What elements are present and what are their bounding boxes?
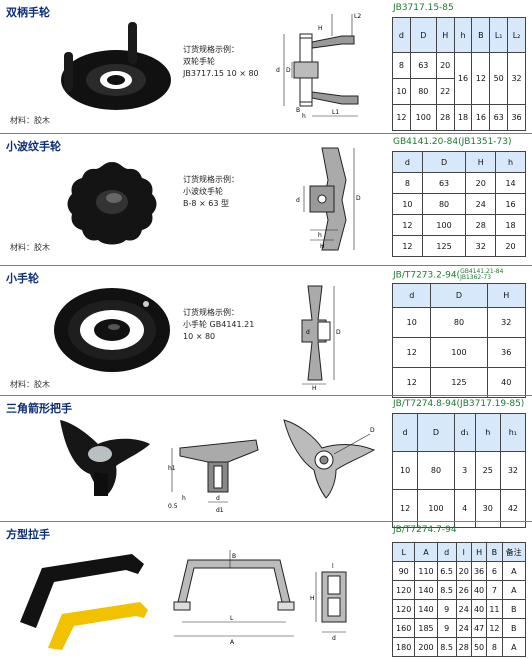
photo-double-handle-wheel [58, 18, 178, 116]
order-example: 订货规格示例： 双轮手轮 JB3717.15 10 × 80 [183, 45, 259, 78]
dim-label-d: d [306, 329, 310, 336]
dim-label-d: d [296, 197, 300, 204]
drawing-triangle-handle-section: h1 h 0.5 d d1 [168, 432, 268, 516]
section-title: 三角箭形把手 [6, 402, 72, 415]
section-square-pull-handle: 方型拉手 B L A H l d JB/T72 [0, 522, 532, 659]
table-row: 8 63 20 16 12 50 32 [392, 52, 526, 105]
dim-label-d1: d1 [216, 507, 224, 514]
section-small-wave-wheel: 小波纹手轮 材料：胶木 订货规格示例： 小波纹手轮 B-8 × 63 型 d D… [0, 134, 532, 264]
dim-label-A: A [230, 639, 235, 646]
table-row: 180 200 8.5 28 50 8 A [391, 637, 527, 657]
table-row: 12 100 36 [391, 337, 526, 368]
material-label: 材料：胶木 [10, 243, 50, 252]
section-triangle-arrow-handle: 三角箭形把手 h1 h 0.5 d d1 D JB/T727 [0, 396, 532, 528]
material-label: 材料：胶木 [10, 116, 50, 125]
dim-label-b: B [296, 107, 300, 114]
photo-triangle-handle [38, 414, 158, 500]
standard-code: JB/T7274.8-94(JB3717.19-85) [393, 399, 525, 409]
dim-label-l2: L2 [354, 13, 361, 20]
table-header-row: d D d₁ h h₁ [391, 413, 527, 452]
dim-label-D: D [286, 67, 291, 74]
order-example: 订货规格示例： 小手轮 GB4141.21 10 × 80 [183, 308, 255, 341]
table-row: 160 185 9 24 47 12 B [391, 618, 527, 638]
table-row: 90 110 6.5 20 36 6 A [391, 561, 527, 581]
section-divider [0, 265, 532, 266]
dim-label-l1: L1 [332, 109, 339, 116]
section-title: 双柄手轮 [6, 6, 50, 19]
dim-label-D: D [370, 427, 375, 434]
table-row: 10 80 32 [391, 307, 526, 338]
drawing-small-wheel: d D H [282, 280, 382, 390]
spec-table: d D d₁ h h₁ 10 80 3 25 32 12 100 4 30 42 [391, 413, 527, 528]
spec-table: d D H h B L₁ L₂ 8 63 20 16 12 50 32 10 8… [392, 17, 526, 131]
drawing-square-pull-front: B L A [168, 542, 300, 646]
dim-label-d: d [332, 635, 336, 642]
table-row: 120 140 8.5 26 40 7 A [391, 580, 527, 600]
table-row: 10 80 22 [392, 78, 526, 105]
section-title: 小波纹手轮 [6, 140, 61, 153]
section-divider [0, 521, 532, 522]
section-divider [0, 395, 532, 396]
dim-label-H: H [320, 243, 325, 250]
table-row: 12 100 28 18 16 63 36 [392, 104, 526, 131]
dim-label-d: d [276, 67, 280, 74]
dim-label-h1: h1 [168, 465, 176, 472]
order-example: 订货规格示例： 小波纹手轮 B-8 × 63 型 [183, 175, 239, 208]
section-title: 方型拉手 [6, 528, 50, 541]
standard-code: JB3717.15-85 [393, 3, 454, 13]
spec-table: d D H h 8 63 20 14 10 80 24 16 12 100 28… [392, 151, 526, 257]
drawing-triangle-handle-top: D [274, 414, 384, 504]
table-row: 10 80 24 16 [392, 193, 526, 215]
dim-label-05: 0.5 [168, 503, 178, 510]
dim-label-h-small: h [302, 113, 306, 120]
dim-label-B: B [232, 553, 236, 560]
section-title: 小手轮 [6, 272, 39, 285]
photo-small-wheel [50, 280, 174, 376]
table-header-row: d D H h [392, 151, 526, 173]
table-row: 12 100 28 18 [392, 214, 526, 236]
standard-code: GB4141.20-84(JB1351-73) [393, 137, 512, 147]
drawing-small-wave-wheel: d D H h [282, 140, 382, 258]
table-row: 10 80 3 25 32 [391, 451, 527, 490]
photo-square-pull-handle [14, 544, 154, 654]
section-small-wheel: 小手轮 材料：胶木 订货规格示例： 小手轮 GB4141.21 10 × 80 … [0, 266, 532, 398]
material-label: 材料：胶木 [10, 380, 50, 389]
section-double-handle-wheel: 双柄手轮 材料：胶木 订货规格示例： 双轮手轮 JB3717.15 10 × 8… [0, 0, 532, 132]
dim-label-h: H [318, 25, 323, 32]
dim-label-h: h [182, 495, 186, 502]
drawing-square-pull-side: H l d [308, 562, 358, 642]
photo-small-wave-wheel [56, 156, 168, 248]
drawing-double-handle-wheel: L2 H d D B h L1 [272, 8, 384, 122]
dim-label-H: H [312, 385, 317, 390]
table-row: 120 140 9 24 40 11 B [391, 599, 527, 619]
section-divider [0, 133, 532, 134]
spec-table: d D H 10 80 32 12 100 36 12 125 40 [391, 283, 526, 398]
dim-label-L: L [230, 615, 234, 622]
table-header-row: d D H [391, 283, 526, 308]
dim-label-H: H [310, 595, 315, 602]
standard-code: JB/T7274.7-94 [393, 525, 457, 535]
dim-label-l: l [332, 563, 334, 570]
spec-table: L A d l H B 备注 90 110 6.5 20 36 6 A 120 … [391, 542, 527, 657]
dim-label-h: h [318, 232, 322, 239]
table-header-row: L A d l H B 备注 [391, 542, 527, 562]
table-row: 8 63 20 14 [392, 172, 526, 194]
table-row: 12 125 32 20 [392, 235, 526, 257]
dim-label-D: D [356, 195, 361, 202]
table-header-row: d D H h B L₁ L₂ [392, 17, 526, 53]
dim-label-D: D [336, 329, 341, 336]
dim-label-d: d [216, 495, 220, 502]
table-row: 12 125 40 [391, 367, 526, 398]
